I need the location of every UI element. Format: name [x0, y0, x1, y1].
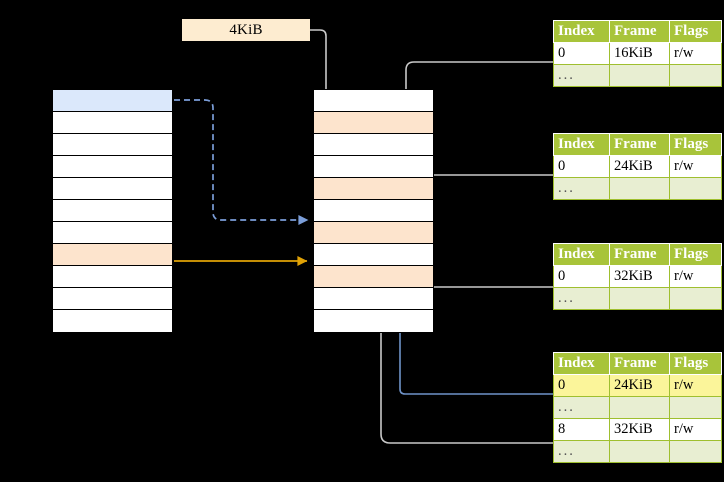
virtual-page-cell[interactable]: [53, 288, 172, 310]
virtual-page-cell[interactable]: [53, 244, 172, 266]
column-header-flags: Flags: [669, 133, 722, 156]
table-row-ellipsis[interactable]: ...: [553, 177, 722, 200]
cell-empty: [609, 64, 670, 87]
virtual-page-cell[interactable]: [53, 112, 172, 134]
physical-frame-cell[interactable]: [314, 134, 433, 156]
column-header-flags: Flags: [669, 20, 722, 43]
cell-ellipsis: ...: [553, 396, 610, 419]
physical-frame-cell[interactable]: [314, 310, 433, 332]
cell-frame: 16KiB: [609, 42, 670, 65]
virtual-page-cell[interactable]: [53, 156, 172, 178]
physical-frame-cell[interactable]: [314, 200, 433, 222]
cell-empty: [669, 440, 722, 463]
virtual-page-cell[interactable]: [53, 178, 172, 200]
page-table-2: Index Frame Flags 0 24KiB r/w ...: [553, 133, 722, 200]
cell-empty: [609, 177, 670, 200]
table-header-row: Index Frame Flags: [553, 352, 722, 375]
virtual-address-space-column: [52, 89, 173, 333]
table-row-ellipsis[interactable]: ...: [553, 440, 722, 463]
cell-flags: r/w: [669, 155, 722, 178]
virtual-page-cell[interactable]: [53, 200, 172, 222]
page-table-3: Index Frame Flags 0 32KiB r/w ...: [553, 243, 722, 310]
table-header-row: Index Frame Flags: [553, 243, 722, 266]
cell-frame: 32KiB: [609, 265, 670, 288]
cell-index: 0: [553, 42, 610, 65]
physical-frame-cell[interactable]: [314, 244, 433, 266]
cell-flags: r/w: [669, 42, 722, 65]
cell-flags: r/w: [669, 265, 722, 288]
cell-flags: r/w: [669, 374, 722, 397]
cell-ellipsis: ...: [553, 440, 610, 463]
table-row[interactable]: 0 32KiB r/w: [553, 265, 722, 288]
cell-ellipsis: ...: [553, 177, 610, 200]
physical-frame-cell[interactable]: [314, 222, 433, 244]
cell-empty: [609, 287, 670, 310]
column-header-flags: Flags: [669, 352, 722, 375]
cell-empty: [669, 396, 722, 419]
column-header-index: Index: [553, 352, 610, 375]
column-header-index: Index: [553, 20, 610, 43]
cell-ellipsis: ...: [553, 287, 610, 310]
table-row[interactable]: 0 24KiB r/w: [553, 155, 722, 178]
wire-table2-to-frame: [420, 174, 553, 225]
physical-frame-cell[interactable]: [314, 90, 433, 112]
cell-index: 0: [553, 265, 610, 288]
cell-index: 0: [553, 155, 610, 178]
physical-frame-cell[interactable]: [314, 288, 433, 310]
table-row-ellipsis[interactable]: ...: [553, 287, 722, 310]
physical-frame-cell[interactable]: [314, 156, 433, 178]
column-header-frame: Frame: [609, 133, 670, 156]
table-row[interactable]: 0 16KiB r/w: [553, 42, 722, 65]
cell-empty: [669, 177, 722, 200]
virtual-page-cell[interactable]: [53, 222, 172, 244]
virtual-page-cell[interactable]: [53, 90, 172, 112]
cell-ellipsis: ...: [553, 64, 610, 87]
cell-frame: 32KiB: [609, 418, 670, 441]
column-header-index: Index: [553, 133, 610, 156]
cell-empty: [669, 287, 722, 310]
column-header-index: Index: [553, 243, 610, 266]
page-size-label: 4KiB: [182, 19, 310, 41]
wire-virtual-to-physical-dashed: [174, 99, 309, 226]
virtual-page-cell[interactable]: [53, 310, 172, 332]
table-header-row: Index Frame Flags: [553, 20, 722, 43]
wire-table3-to-frame: [420, 263, 553, 288]
cell-frame: 24KiB: [609, 374, 670, 397]
cell-index: 0: [553, 374, 610, 397]
physical-frame-cell[interactable]: [314, 266, 433, 288]
virtual-page-cell[interactable]: [53, 134, 172, 156]
column-header-frame: Frame: [609, 352, 670, 375]
column-header-flags: Flags: [669, 243, 722, 266]
table-row[interactable]: 8 32KiB r/w: [553, 418, 722, 441]
physical-address-space-column: [313, 89, 434, 333]
cell-flags: r/w: [669, 418, 722, 441]
cell-frame: 24KiB: [609, 155, 670, 178]
virtual-page-cell[interactable]: [53, 266, 172, 288]
physical-frame-cell[interactable]: [314, 112, 433, 134]
page-table-4: Index Frame Flags 0 24KiB r/w ... 8 32Ki…: [553, 352, 722, 463]
column-header-frame: Frame: [609, 243, 670, 266]
cell-empty: [609, 440, 670, 463]
table-header-row: Index Frame Flags: [553, 133, 722, 156]
column-header-frame: Frame: [609, 20, 670, 43]
cell-empty: [609, 396, 670, 419]
table-row-ellipsis[interactable]: ...: [553, 396, 722, 419]
cell-index: 8: [553, 418, 610, 441]
page-table-1: Index Frame Flags 0 16KiB r/w ...: [553, 20, 722, 87]
cell-empty: [669, 64, 722, 87]
physical-frame-cell[interactable]: [314, 178, 433, 200]
table-row-ellipsis[interactable]: ...: [553, 64, 722, 87]
table-row-highlighted[interactable]: 0 24KiB r/w: [553, 374, 722, 397]
